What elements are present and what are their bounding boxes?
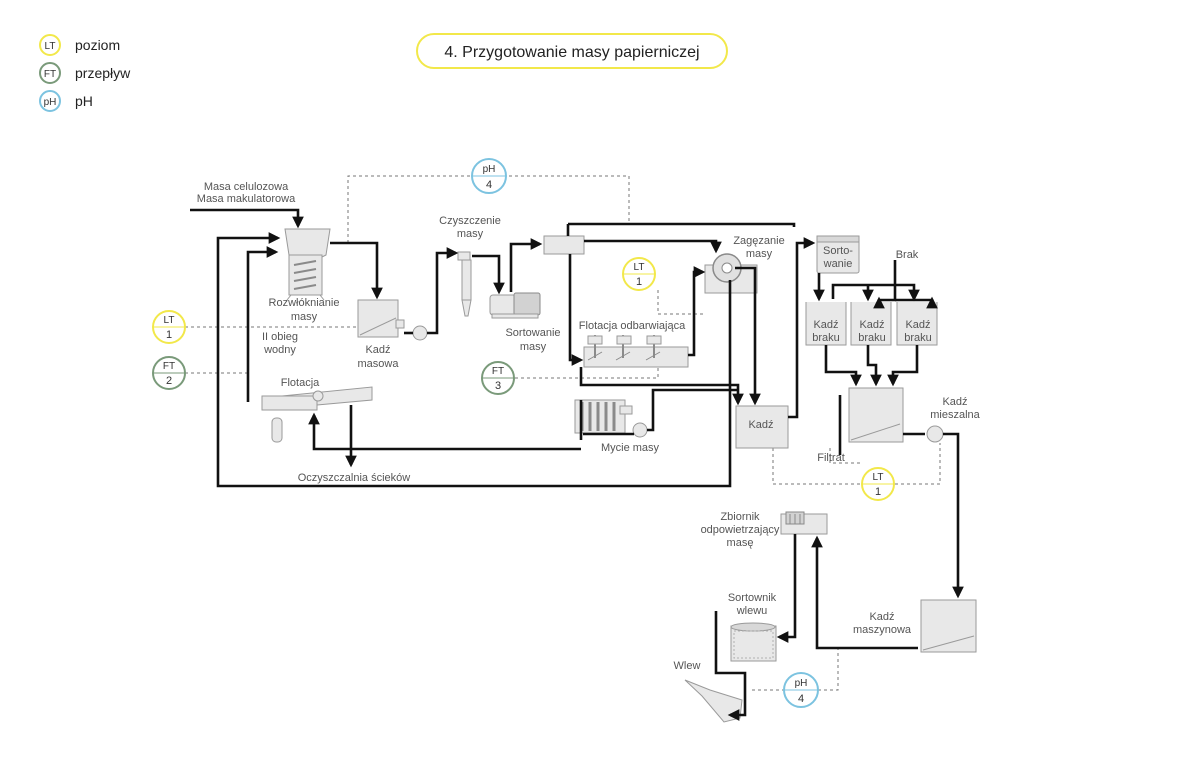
label-rozwlokn: Rozwłóknianie <box>269 297 340 309</box>
label-kadz-braku: Kadź <box>813 319 838 331</box>
legend-ph-label: pH <box>75 93 93 109</box>
pump-icon <box>412 325 428 341</box>
label-filtrat: Filtrat <box>817 452 845 464</box>
label-sortowanie-box: Sorto- <box>823 245 853 257</box>
svg-text:FT: FT <box>163 361 175 372</box>
instrument-ft3: FT 3 <box>481 361 515 395</box>
label-mycie-masy: Mycie masy <box>601 442 660 454</box>
svg-text:FT: FT <box>44 69 56 80</box>
screen-equipment <box>489 292 541 319</box>
label-brak: Brak <box>896 249 919 261</box>
svg-text:LT: LT <box>164 315 175 326</box>
instrument-ph4-top: pH 4 <box>471 158 507 194</box>
label-wlew: Wlew <box>674 660 701 672</box>
label-ii-obieg: wodny <box>263 344 296 356</box>
title-box: 4. Przygotowanie masy papierniczej <box>416 33 728 69</box>
legend-flow-label: przepływ <box>75 65 131 81</box>
label-sortownik-wlewu: Sortownik <box>728 592 777 604</box>
pump-icon <box>632 422 648 438</box>
svg-text:FT: FT <box>492 366 504 377</box>
distributor-box <box>543 235 585 255</box>
svg-text:1: 1 <box>875 486 881 498</box>
svg-text:pH: pH <box>483 164 496 175</box>
svg-text:2: 2 <box>166 375 172 387</box>
label-kadz-masowa: Kadź <box>365 344 390 356</box>
label-zbiornik: masę <box>727 537 754 549</box>
label-kadz-braku: braku <box>812 332 840 344</box>
label-kadz-mieszalna: Kadź <box>942 396 967 408</box>
instrument-lt1-mid: LT 1 <box>622 257 656 291</box>
instrument-ft2-left: FT 2 <box>152 356 186 390</box>
svg-text:pH: pH <box>795 678 808 689</box>
label-zbiornik: Zbiornik <box>720 511 760 523</box>
legend-ph-icon: pH <box>39 90 61 112</box>
label-sortowanie: masy <box>520 341 547 353</box>
kadz-braku-tank <box>850 302 892 346</box>
label-flotacja-odbarwiajaca: Flotacja odbarwiająca <box>579 320 686 332</box>
flow-lines <box>190 208 964 721</box>
sortowanie-box <box>816 235 860 274</box>
sortownik-wlewu-equipment <box>730 622 777 662</box>
legend: LT poziom FT przepływ pH pH <box>39 34 131 112</box>
svg-text:1: 1 <box>636 276 642 288</box>
label-sortowanie-box: wanie <box>823 258 853 270</box>
legend-level-icon: LT <box>39 34 61 56</box>
label-czyszczenie: Czyszczenie <box>439 215 501 227</box>
page-title: 4. Przygotowanie masy papierniczej <box>444 44 699 61</box>
instrument-lt1-left: LT 1 <box>152 310 186 344</box>
label-kadz-braku: braku <box>904 332 932 344</box>
kadz-mieszalna-tank <box>848 387 904 443</box>
label-kadz-braku: Kadź <box>905 319 930 331</box>
label-zageszczanie: masy <box>746 248 773 260</box>
label-rozwlokn: masy <box>291 311 318 323</box>
label-kadz-maszynowa: Kadź <box>869 611 894 623</box>
svg-text:LT: LT <box>45 41 56 52</box>
label-zbiornik: odpowietrzający <box>701 524 780 536</box>
flotacja-equipment <box>261 386 373 443</box>
label-ii-obieg: II obieg <box>262 331 298 343</box>
zbiornik-odpowietrzajacy-tank <box>780 511 828 535</box>
legend-flow-icon: FT <box>39 62 61 84</box>
svg-text:3: 3 <box>495 380 501 392</box>
svg-text:4: 4 <box>798 693 804 705</box>
pulper-equipment <box>284 228 331 301</box>
label-kadz-masowa: masowa <box>358 358 400 370</box>
label-kadz-braku: braku <box>858 332 886 344</box>
instrument-lt1-right: LT 1 <box>861 467 895 501</box>
deinking-flotation-cells <box>583 335 689 368</box>
legend-level-label: poziom <box>75 37 120 53</box>
svg-text:pH: pH <box>44 97 57 108</box>
label-kadz-maszynowa: maszynowa <box>853 624 912 636</box>
label-czyszczenie: masy <box>457 228 484 240</box>
label-sortownik-wlewu: wlewu <box>736 605 768 617</box>
washer-equipment <box>574 399 633 434</box>
pump-icon <box>926 425 944 443</box>
label-flotacja: Flotacja <box>281 377 320 389</box>
label-kadz-mieszalna: mieszalna <box>930 409 980 421</box>
kadz-maszynowa-tank <box>920 599 977 653</box>
label-sortowanie: Sortowanie <box>505 327 560 339</box>
label-oczyszczalnia: Oczyszczalnia ścieków <box>298 472 411 484</box>
kadz-tank <box>735 405 789 449</box>
instrument-ph4-bottom: pH 4 <box>783 672 819 708</box>
labels: Masa celulozowa Masa makulatorowa Rozwłó… <box>197 181 981 672</box>
cleaner-equipment <box>457 251 472 317</box>
svg-text:LT: LT <box>873 472 884 483</box>
svg-text:LT: LT <box>634 262 645 273</box>
label-masa-celulozowa: Masa celulozowa <box>204 181 289 193</box>
svg-text:4: 4 <box>486 179 492 191</box>
label-kadz: Kadź <box>748 419 773 431</box>
label-kadz-braku: Kadź <box>859 319 884 331</box>
label-masa-makulatorowa: Masa makulatorowa <box>197 193 296 205</box>
svg-text:1: 1 <box>166 329 172 341</box>
kadz-masowa-tank <box>357 299 405 338</box>
label-zageszczanie: Zagęzanie <box>733 235 784 247</box>
